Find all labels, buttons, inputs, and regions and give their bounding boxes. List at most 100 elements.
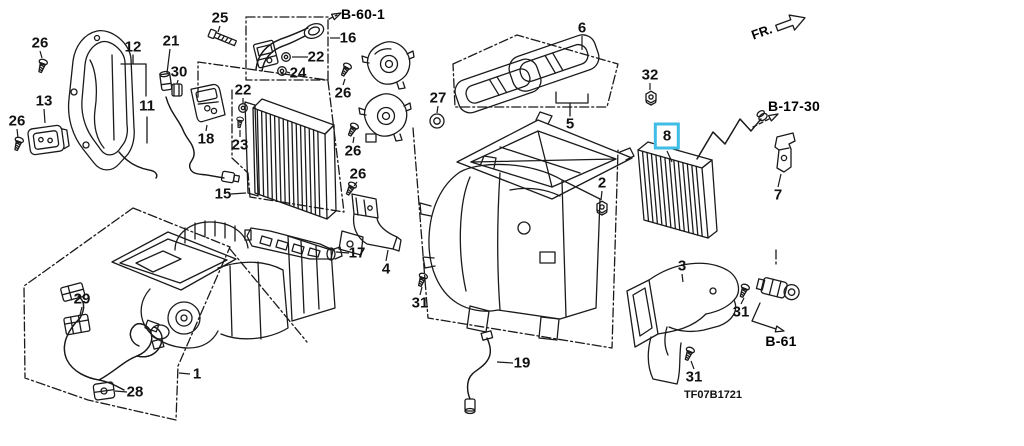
part-label-30[interactable]: 30 xyxy=(170,63,188,81)
part-label-26[interactable]: 26 xyxy=(334,84,352,102)
part-label-26[interactable]: 26 xyxy=(8,112,26,130)
part-21-aspirator xyxy=(159,70,241,184)
part-label-19[interactable]: 19 xyxy=(513,354,531,372)
part-label-25[interactable]: 25 xyxy=(211,9,229,27)
leader-line-27 xyxy=(436,105,439,114)
leader-line-24 xyxy=(286,71,291,74)
leader-line-31 xyxy=(690,360,695,370)
leader-line-4 xyxy=(385,249,389,262)
leader-line-26 xyxy=(352,136,355,144)
part-label-18[interactable]: 18 xyxy=(197,130,215,148)
bolt-25 xyxy=(207,28,238,47)
leader-line-25 xyxy=(217,25,221,33)
leader-line-17 xyxy=(335,251,350,254)
boundary-spur xyxy=(229,248,308,343)
part-label-3[interactable]: 3 xyxy=(677,257,687,275)
seal-kit-boundary xyxy=(452,34,619,108)
b61-joint xyxy=(755,277,800,301)
part-label-4[interactable]: 4 xyxy=(381,260,391,278)
leader-line-15 xyxy=(230,192,247,195)
leader-line-30 xyxy=(176,79,179,85)
part-label-28[interactable]: 28 xyxy=(126,383,144,401)
connector-28 xyxy=(92,381,116,401)
label-brackets xyxy=(120,54,589,144)
part-label-32[interactable]: 32 xyxy=(641,66,659,84)
part-label-16[interactable]: 16 xyxy=(339,29,357,47)
fr-direction-arrow: FR. xyxy=(749,14,806,43)
leader-line-1 xyxy=(178,372,191,375)
leader-line-21 xyxy=(166,48,171,74)
leader-line-26 xyxy=(39,50,43,59)
heater-group-boundary xyxy=(412,127,619,349)
leader-line-26 xyxy=(16,128,19,139)
part-label-11[interactable]: 11 xyxy=(139,97,155,115)
b-61-arrowhead xyxy=(774,325,785,333)
part-label-12[interactable]: 12 xyxy=(124,38,142,56)
part-label-15[interactable]: 15 xyxy=(214,185,232,203)
part-label-2[interactable]: 2 xyxy=(597,174,607,192)
grommet-27 xyxy=(429,113,445,129)
fasteners xyxy=(11,28,751,363)
part-15-evaporator xyxy=(244,98,337,220)
leader-line-7 xyxy=(777,173,782,188)
part-label-23[interactable]: 23 xyxy=(231,136,249,154)
part-label-26[interactable]: 26 xyxy=(344,142,362,160)
leader-line-31 xyxy=(419,286,423,296)
part-label-21[interactable]: 21 xyxy=(162,32,180,50)
part-insulator-panels-11-12 xyxy=(67,30,158,179)
part-label-24[interactable]: 24 xyxy=(289,64,307,82)
leader-line-28 xyxy=(114,390,128,393)
part-label-5[interactable]: 5 xyxy=(565,115,575,133)
wire-harness xyxy=(60,282,165,401)
part-label-26[interactable]: 26 xyxy=(349,165,367,183)
ref-label-b-61[interactable]: B-61 xyxy=(765,333,797,349)
part-4-bracket xyxy=(338,193,402,256)
leader-line-26 xyxy=(342,78,346,86)
leader-line-3 xyxy=(681,273,684,283)
leader-line-26 xyxy=(353,181,358,187)
leader-line-2 xyxy=(600,190,603,201)
part-label-17[interactable]: 17 xyxy=(348,244,366,262)
leader-line-8 xyxy=(666,150,673,163)
evaporator-boundary-outer xyxy=(197,61,328,98)
part-label-1[interactable]: 1 xyxy=(192,365,202,383)
part-5-seals xyxy=(454,34,600,114)
part-label-7[interactable]: 7 xyxy=(773,186,783,204)
pipe-kit-boundary xyxy=(245,16,329,81)
part-label-13[interactable]: 13 xyxy=(35,92,53,110)
heater-unit-body xyxy=(419,111,635,341)
part-label-31[interactable]: 31 xyxy=(732,303,750,321)
leader-line-19 xyxy=(496,361,514,364)
ref-label-b-60-1[interactable]: B-60-1 xyxy=(341,6,385,22)
leader-line-29 xyxy=(79,306,83,316)
part-3-duct xyxy=(626,262,740,385)
b-17-30-arrowhead xyxy=(767,113,779,122)
connector-29 xyxy=(63,313,91,336)
fr-label: FR. xyxy=(749,21,774,42)
part-label-27[interactable]: 27 xyxy=(429,89,447,107)
part-19-drain-hose xyxy=(464,330,494,415)
part-13-box xyxy=(27,124,70,156)
leader-line-13 xyxy=(43,108,46,124)
part-label-6[interactable]: 6 xyxy=(577,19,587,37)
part-label-22[interactable]: 22 xyxy=(234,81,252,99)
leader-line-31 xyxy=(740,297,745,305)
part-18-sensor xyxy=(190,83,226,123)
part-7-bracket xyxy=(774,132,796,173)
part-label-26[interactable]: 26 xyxy=(31,34,49,52)
servo-motors xyxy=(358,41,415,143)
part-label-22[interactable]: 22 xyxy=(307,48,325,66)
part-label-31[interactable]: 31 xyxy=(685,368,703,386)
b-60-1-arrowhead xyxy=(330,12,342,21)
fr-arrow-glyph xyxy=(775,14,806,32)
ref-label-b-17-30[interactable]: B-17-30 xyxy=(768,98,820,114)
part-label-31[interactable]: 31 xyxy=(411,294,429,312)
part-8-heater-core xyxy=(637,109,768,239)
part-label-29[interactable]: 29 xyxy=(73,290,91,308)
diagram-code: TF07B1721 xyxy=(683,389,743,401)
part-16-pipe-assembly xyxy=(252,23,325,72)
leader-line-18 xyxy=(205,124,208,132)
part-label-8-highlighted[interactable]: 8 xyxy=(653,122,681,150)
